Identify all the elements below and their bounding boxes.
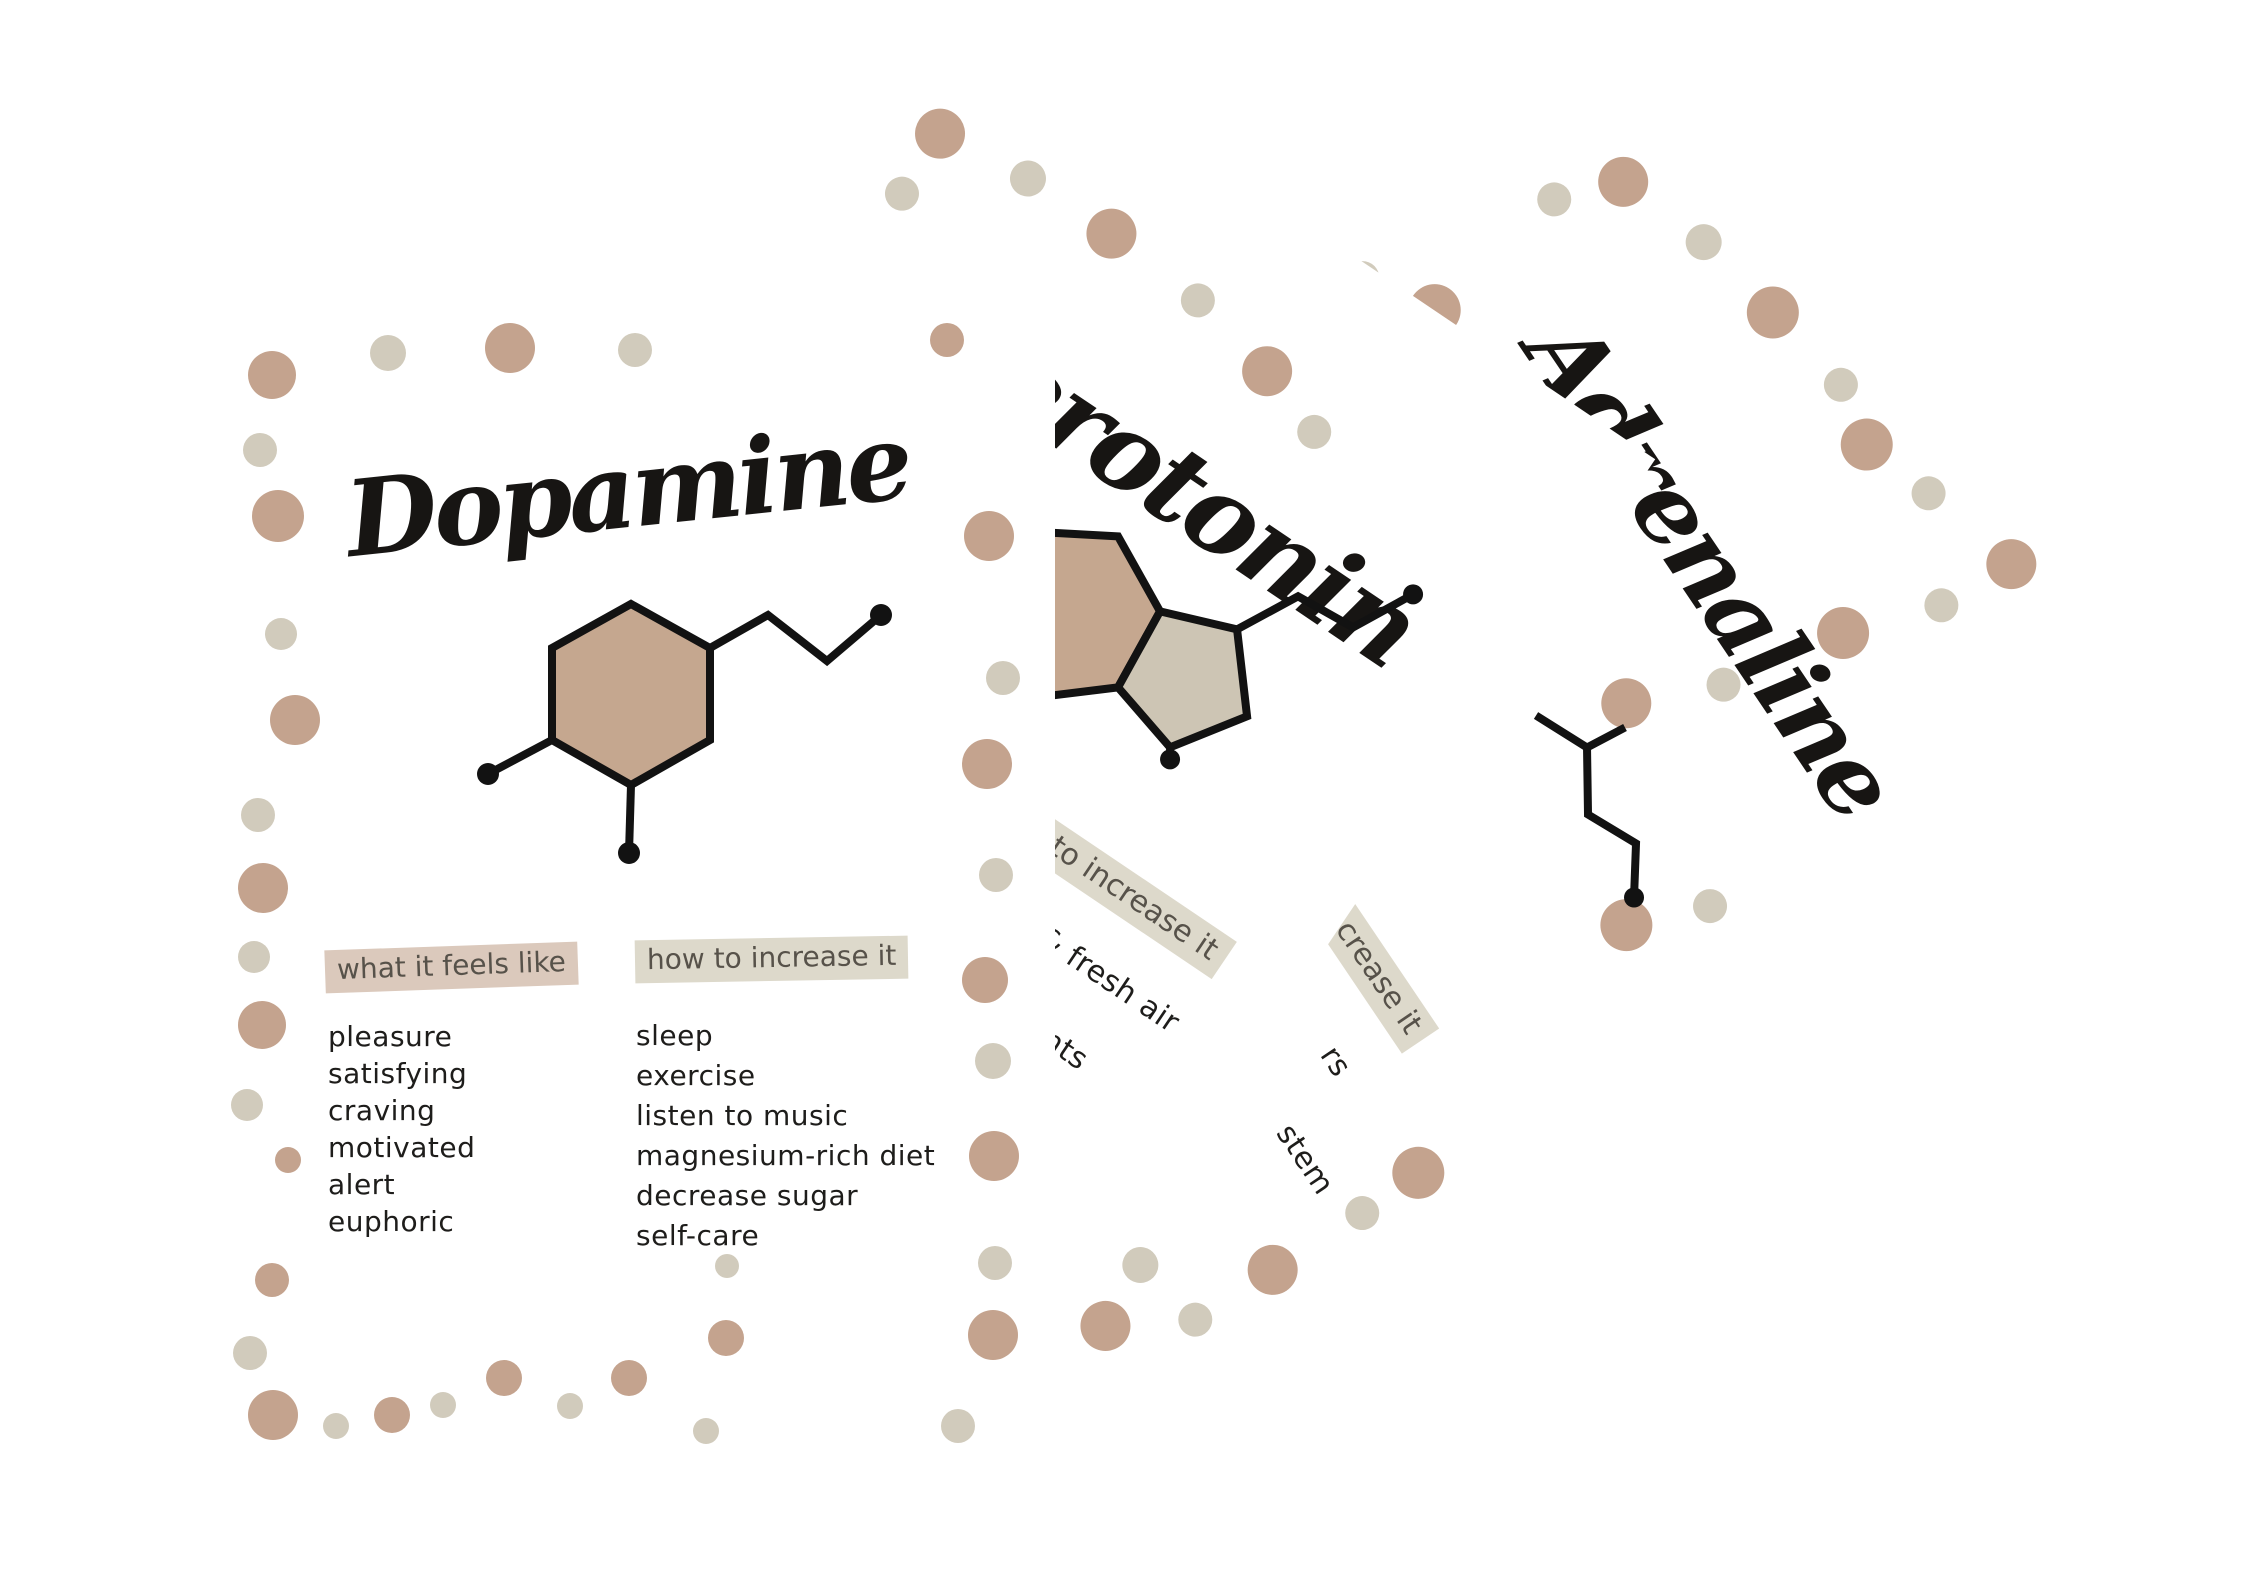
decorative-dot: [1338, 1189, 1386, 1237]
decorative-dot: [238, 1001, 286, 1049]
decorative-dot: [1076, 198, 1147, 269]
decorative-dot: [1174, 276, 1222, 324]
decorative-dot: [968, 1310, 1018, 1360]
dopamine-molecule: [460, 578, 900, 878]
decorative-dot: [962, 957, 1008, 1003]
decorative-dot: [255, 1263, 289, 1297]
list-item: sleep: [636, 1019, 714, 1052]
serotonin-molecule: [998, 520, 1460, 780]
decorative-dot: [430, 1392, 456, 1418]
decorative-dot: [1917, 581, 1965, 629]
decorative-dot: [930, 323, 964, 357]
list-item: craving: [328, 1094, 436, 1127]
list-item: motivated: [328, 1131, 476, 1164]
decorative-dot: [374, 1397, 410, 1433]
list-item: pleasure: [328, 1020, 453, 1053]
list-item: euphoric: [328, 1205, 455, 1238]
decorative-dot: [611, 1360, 647, 1396]
decorative-dot: [978, 1246, 1012, 1280]
list-item: exercise: [636, 1059, 756, 1092]
decorative-dot: [1530, 175, 1578, 223]
list-item: self-care: [636, 1219, 760, 1252]
decorative-dot: [878, 170, 926, 218]
adrenaline-item-fragment: rs: [1312, 1039, 1359, 1084]
decorative-dot: [962, 739, 1012, 789]
dopamine-title: Dopamine: [340, 398, 915, 582]
decorative-dot: [1830, 408, 1903, 481]
list-item: decrease sugar: [636, 1179, 859, 1212]
decorative-dot: [248, 351, 296, 399]
list-item: listen to music: [636, 1099, 849, 1132]
decorative-dot: [1382, 1136, 1455, 1209]
list-item: magnesium-rich diet: [636, 1139, 936, 1172]
adrenaline-card: Adrenaline how to increase it rs stem: [419, 0, 2245, 1587]
decorative-dot: [270, 695, 320, 745]
decorative-dot: [1904, 469, 1953, 517]
decorative-dot: [1171, 1296, 1219, 1344]
dopamine-increase-list: sleep exercise listen to music magnesium…: [636, 1016, 935, 1256]
list-item: satisfying: [328, 1057, 468, 1090]
dopamine-feels-header: what it feels like: [324, 941, 579, 994]
decorative-dot: [1232, 336, 1302, 406]
decorative-dot: [243, 433, 277, 467]
decorative-dot: [905, 98, 975, 169]
decorative-dot: [1290, 408, 1338, 456]
decorative-dot: [1002, 153, 1053, 204]
list-item: alert: [328, 1168, 396, 1201]
decorative-dot: [618, 333, 652, 367]
decorative-dot: [986, 661, 1020, 695]
decorative-dot: [975, 1043, 1011, 1079]
decorative-dot: [1588, 147, 1658, 217]
decorative-dot: [1678, 217, 1729, 268]
decorative-dot: [1736, 276, 1809, 349]
decorative-dot: [941, 1409, 975, 1443]
decorative-dot: [231, 1089, 263, 1121]
decorative-dot: [1976, 529, 2047, 599]
decorative-dot: [485, 323, 535, 373]
decorative-dot: [238, 941, 270, 973]
decorative-dot: [715, 1254, 739, 1278]
decorative-dot: [708, 1320, 744, 1356]
decorative-dot: [238, 863, 288, 913]
decorative-dot: [370, 335, 406, 371]
decorative-dot: [241, 798, 275, 832]
decorative-dot: [275, 1147, 301, 1173]
decorative-dot: [969, 1131, 1019, 1181]
decorative-dot: [693, 1418, 719, 1444]
decorative-dot: [265, 618, 297, 650]
decorative-dot: [1237, 1235, 1308, 1305]
decorative-dot: [486, 1360, 522, 1396]
adrenaline-molecule: [1500, 689, 1720, 929]
decorative-dot: [233, 1336, 267, 1370]
decorative-dot: [248, 1390, 298, 1440]
decorative-dot: [557, 1393, 583, 1419]
adrenaline-item-fragment: stem: [1268, 1117, 1342, 1202]
dopamine-increase-header: how to increase it: [634, 935, 909, 984]
dopamine-card: Dopamine what it feels like how to incre…: [175, 238, 1055, 1510]
decorative-dot: [1817, 361, 1865, 409]
decorative-dot: [323, 1413, 349, 1439]
decorative-dot: [964, 511, 1014, 561]
dopamine-feels-list: pleasure satisfying craving motivated al…: [328, 1018, 475, 1240]
decorative-dot: [252, 490, 304, 542]
decorative-dot: [979, 858, 1013, 892]
